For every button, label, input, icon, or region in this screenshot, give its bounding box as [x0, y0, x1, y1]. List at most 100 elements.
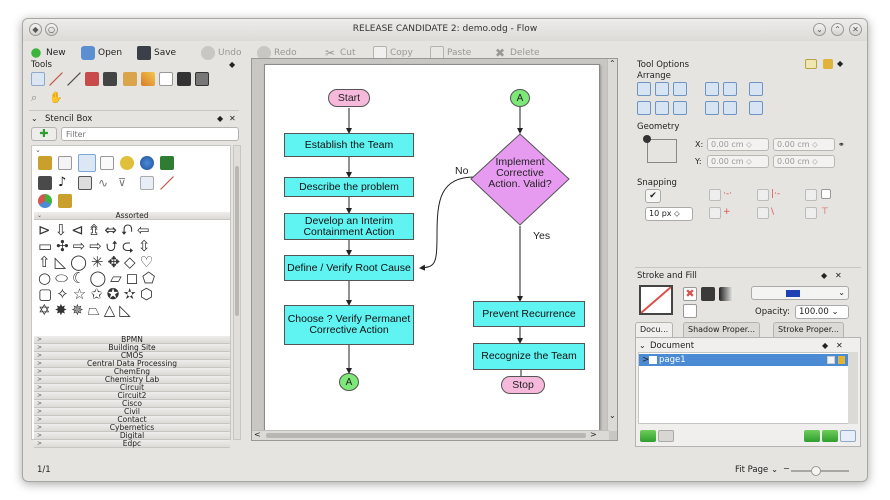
stencil-category[interactable]: >Circuit2: [34, 392, 230, 400]
align-bottom-icon[interactable]: [673, 101, 687, 115]
stencil-float-icon[interactable]: ◆: [217, 114, 224, 123]
align-top-icon[interactable]: [637, 101, 651, 115]
align-left-icon[interactable]: [637, 82, 651, 96]
send-to-back-icon[interactable]: [723, 101, 737, 115]
tab-document[interactable]: Docu...: [635, 322, 674, 337]
stencil-category-assorted[interactable]: ⌄ Assorted: [34, 212, 230, 220]
stencil-category[interactable]: >Chemistry Lab: [34, 376, 230, 384]
align-middle-icon[interactable]: [655, 101, 669, 115]
anchor-point[interactable]: [643, 135, 651, 143]
ungroup-icon[interactable]: [749, 101, 763, 115]
pie-icon[interactable]: [38, 194, 52, 208]
stencil-category[interactable]: >Building Site: [34, 344, 230, 352]
pin-icon[interactable]: ○: [45, 23, 58, 36]
globe-icon[interactable]: [140, 156, 154, 170]
tree-row-page1[interactable]: > page1: [639, 354, 849, 366]
docker-close-icon[interactable]: ✕: [835, 271, 842, 280]
solid-color-icon[interactable]: [701, 287, 715, 301]
stencil-shape-icon[interactable]: [78, 176, 92, 190]
collapse-icon[interactable]: ⌄: [31, 114, 38, 123]
scroll-down-icon[interactable]: ⌄: [609, 411, 616, 420]
stencil-category[interactable]: >ChemEng: [34, 368, 230, 376]
view-mode-icon[interactable]: [840, 430, 856, 442]
step-establish-team[interactable]: Establish the Team: [284, 133, 414, 157]
lock-icon[interactable]: [823, 59, 833, 69]
snap-distance-spinbox[interactable]: 10 px ⬦: [645, 207, 693, 221]
assorted-shapes-grid[interactable]: ⊳⇩⊲⇯⇔⮏⇦ ▭✣⇨⇨⮍⮎⇳ ⇧◺◯✳✥◇♡ ○⬭☾◯▱◻⬠ ▢✧☆✩✪✫⬡ …: [38, 221, 160, 319]
chain-icon[interactable]: ⚭: [838, 140, 845, 149]
stencil-shape-icon[interactable]: [100, 156, 114, 170]
docker-float-icon[interactable]: ◆: [229, 60, 236, 69]
stencil-category[interactable]: >Digital: [34, 432, 230, 440]
align-right-icon[interactable]: [673, 82, 687, 96]
canvas-area[interactable]: Start Establish the Team Describe the pr…: [251, 58, 618, 441]
minimize-button[interactable]: ⌄: [813, 23, 826, 36]
stroke-fill-preview[interactable]: [639, 285, 673, 315]
scrollbar-thumb[interactable]: [266, 433, 586, 438]
stencil-category[interactable]: >Circuit: [34, 384, 230, 392]
music-note-icon[interactable]: ♪: [58, 175, 67, 190]
stencil-shape-icon[interactable]: ∿: [98, 176, 109, 190]
stencil-scrollbar[interactable]: [233, 145, 241, 440]
snap-checkbox[interactable]: [805, 189, 817, 201]
layout-tool-icon[interactable]: [195, 72, 209, 86]
step-root-cause[interactable]: Define / Verify Root Cause: [284, 255, 414, 281]
gradient-tool-icon[interactable]: [141, 72, 155, 86]
undo-button[interactable]: Undo: [201, 44, 242, 62]
docker-float-icon[interactable]: ◆: [837, 59, 844, 68]
zoom-slider[interactable]: −: [783, 464, 849, 476]
open-button[interactable]: Open: [81, 44, 122, 62]
select-tool-icon[interactable]: [31, 72, 45, 86]
stop-terminator[interactable]: Stop: [501, 376, 545, 394]
canvas-horizontal-scrollbar[interactable]: < >: [252, 430, 609, 440]
pattern-icon[interactable]: [683, 304, 697, 318]
width-field[interactable]: 0.00 cm ⬦: [773, 138, 835, 151]
pattern-tool-icon[interactable]: [123, 72, 137, 86]
document-scrollbar[interactable]: [848, 352, 858, 424]
docker-close-icon[interactable]: ✕: [836, 341, 843, 350]
connector-a-top[interactable]: A: [510, 89, 530, 107]
close-button[interactable]: ✕: [849, 23, 862, 36]
bring-to-front-icon[interactable]: [705, 101, 719, 115]
snap-checkbox[interactable]: [709, 189, 721, 201]
rectangle-tool-icon[interactable]: [159, 72, 173, 86]
color-dropdown[interactable]: ⌄: [751, 286, 849, 300]
stencil-category[interactable]: >BPMN: [34, 336, 230, 344]
zoom-tool-icon[interactable]: ⌕: [31, 91, 38, 104]
snap-checkbox[interactable]: [709, 207, 721, 219]
x-field[interactable]: 0.00 cm ⬦: [707, 138, 769, 151]
start-terminator[interactable]: Start: [328, 89, 370, 107]
calligraphy-tool-icon[interactable]: [103, 72, 117, 86]
tab-shadow-properties[interactable]: Shadow Proper...: [683, 322, 760, 337]
stencil-close-icon[interactable]: ✕: [229, 114, 236, 123]
snap-checkbox[interactable]: [757, 189, 769, 201]
stencil-category[interactable]: >Civil: [34, 408, 230, 416]
stencil-shape-icon[interactable]: [38, 156, 52, 170]
step-describe-problem[interactable]: Describe the problem: [284, 177, 414, 197]
snap-checkbox[interactable]: [757, 207, 769, 219]
stencil-category[interactable]: >CMOS: [34, 352, 230, 360]
pan-tool-icon[interactable]: ✋: [49, 91, 63, 104]
stencil-category[interactable]: >Central Data Processing: [34, 360, 230, 368]
eyedropper-tool-icon[interactable]: [177, 72, 191, 86]
app-menu-icon[interactable]: ◆: [29, 23, 42, 36]
gradient-icon[interactable]: [719, 287, 733, 301]
canvas-vertical-scrollbar[interactable]: ⌃ ⌄: [607, 59, 617, 431]
redo-button[interactable]: Redo: [257, 44, 297, 62]
bring-forward-icon[interactable]: [705, 82, 719, 96]
scrollbar-thumb[interactable]: [235, 166, 239, 316]
stencil-category[interactable]: >Contact: [34, 416, 230, 424]
step-prevent-recurrence[interactable]: Prevent Recurrence: [473, 301, 585, 327]
zoom-slider-handle[interactable]: [811, 466, 821, 476]
decision-diamond[interactable]: [470, 133, 570, 226]
scroll-up-icon[interactable]: ⌃: [609, 59, 616, 68]
stencil-category[interactable]: >Edpc: [34, 440, 230, 448]
visibility-icon[interactable]: [827, 356, 835, 364]
stencil-shape-icon[interactable]: [58, 194, 72, 208]
stencil-shape-icon[interactable]: [38, 176, 52, 190]
docker-float-icon[interactable]: ◆: [822, 341, 829, 350]
stencil-shape-icon[interactable]: [78, 154, 96, 172]
align-center-icon[interactable]: [655, 82, 669, 96]
send-backward-icon[interactable]: [723, 82, 737, 96]
opacity-spinbox[interactable]: 100.00 ⌄: [795, 305, 849, 319]
